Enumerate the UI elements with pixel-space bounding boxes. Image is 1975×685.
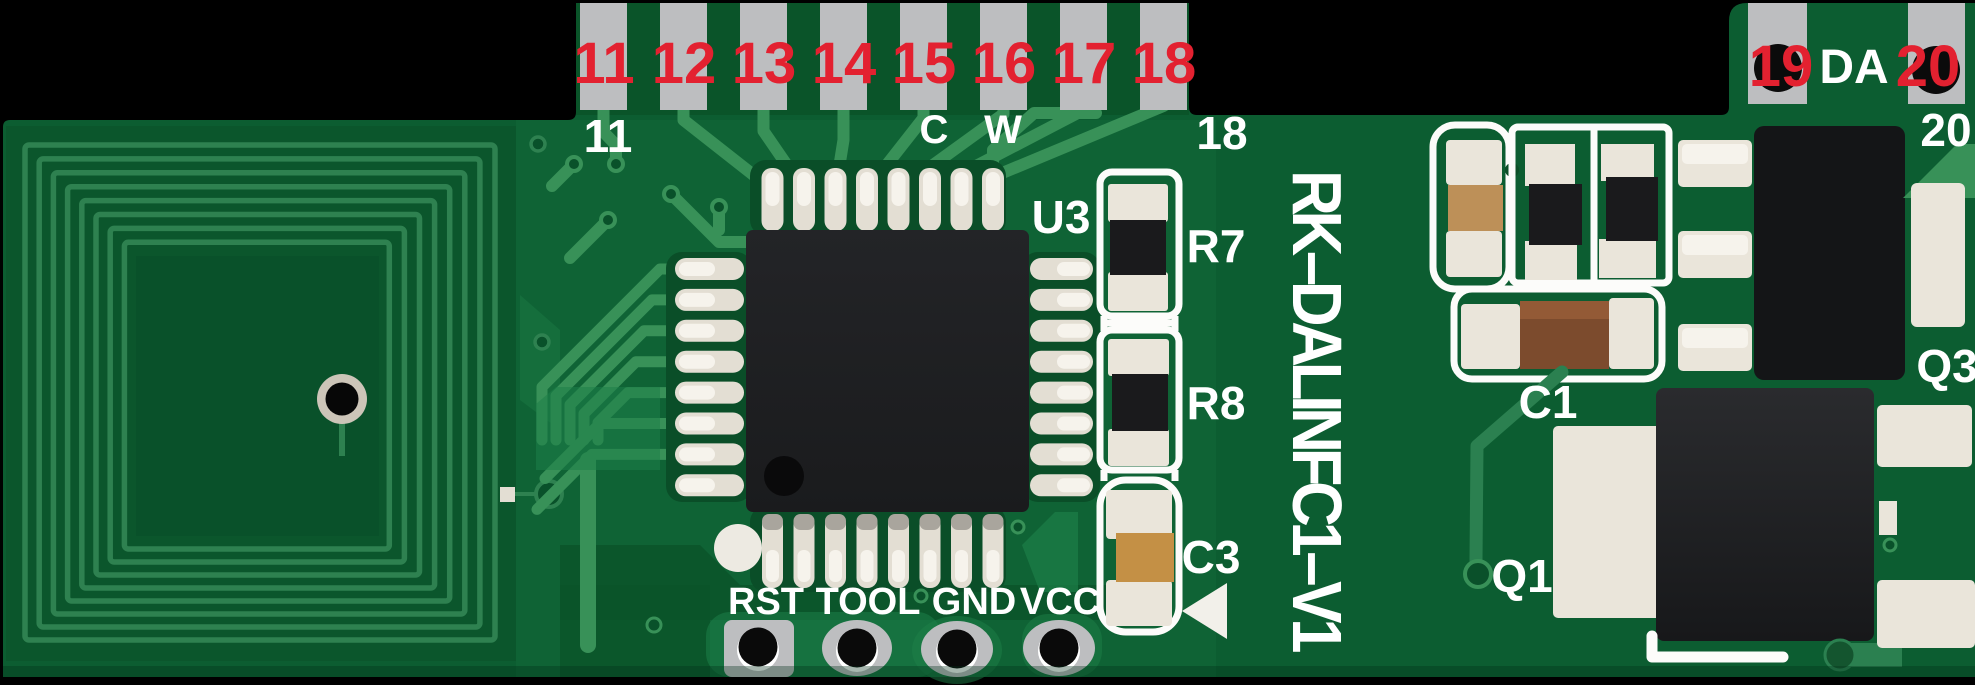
svg-text:C: C <box>920 108 949 152</box>
svg-text:14: 14 <box>812 31 877 96</box>
svg-text:C1: C1 <box>1519 376 1578 428</box>
svg-text:C3: C3 <box>1182 531 1241 583</box>
svg-text:DA: DA <box>1819 41 1888 94</box>
svg-text:15: 15 <box>892 31 957 96</box>
svg-text:W: W <box>984 108 1022 152</box>
svg-text:16: 16 <box>972 31 1037 96</box>
svg-text:17: 17 <box>1052 31 1117 96</box>
svg-text:RK–DALINFC1–V1: RK–DALINFC1–V1 <box>1278 170 1356 652</box>
svg-text:R7: R7 <box>1187 220 1246 272</box>
svg-text:U3: U3 <box>1032 191 1091 243</box>
svg-text:VCC: VCC <box>1020 581 1100 623</box>
svg-text:12: 12 <box>652 31 717 96</box>
svg-text:18: 18 <box>1196 107 1247 159</box>
svg-text:20: 20 <box>1920 104 1971 156</box>
svg-text:Q3: Q3 <box>1916 340 1975 392</box>
svg-text:11: 11 <box>584 110 633 162</box>
svg-text:11: 11 <box>573 31 634 96</box>
svg-text:13: 13 <box>732 31 797 96</box>
svg-text:19: 19 <box>1749 34 1814 99</box>
svg-text:R8: R8 <box>1187 377 1246 429</box>
svg-text:TOOL: TOOL <box>816 581 921 623</box>
svg-text:GND: GND <box>932 581 1016 623</box>
svg-text:20: 20 <box>1896 34 1961 99</box>
svg-text:RST: RST <box>728 581 804 623</box>
svg-text:Q1: Q1 <box>1491 550 1552 602</box>
svg-text:18: 18 <box>1132 31 1197 96</box>
